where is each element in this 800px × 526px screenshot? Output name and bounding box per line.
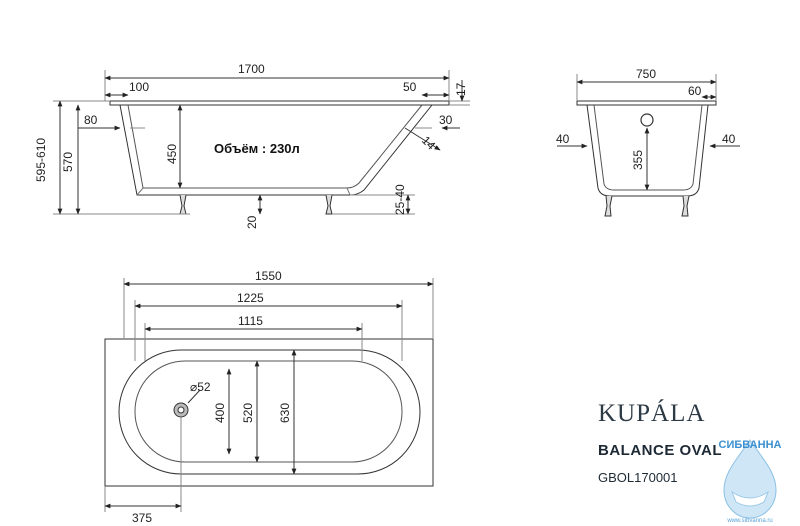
top-floor-outline [134,360,403,463]
end-view [557,74,740,217]
dim-left-edge: 80 [84,113,98,127]
dim-bowl-width: 520 [241,403,255,423]
dim-inner-depth: 450 [165,144,179,164]
dim-rim-height: 17 [454,82,468,96]
dim-end-rim: 60 [688,84,702,98]
volume-label: Объём : 230л [214,141,300,156]
dim-floor-width: 400 [213,403,227,423]
dim-floor-length: 1115 [238,314,263,328]
dim-height: 570 [61,152,75,172]
side-rim [109,100,450,106]
end-leg-left [604,195,613,217]
dim-rim-left: 100 [129,80,149,94]
dim-drain-offset: 375 [132,511,152,525]
dim-bowl-length: 1225 [237,291,264,305]
side-view [53,70,470,215]
dim-end-depth: 355 [631,150,645,170]
dim-end-right: 40 [722,132,736,146]
top-view [104,278,434,512]
dim-rim-right: 50 [403,80,417,94]
end-shell-outer [586,104,709,197]
top-bowl-outline [118,349,421,475]
watermark-logo: СИБВАННА www.sibvanna.ru [719,439,782,524]
side-leg-left [179,194,187,215]
watermark-text: СИБВАННА [719,439,782,451]
watermark-url: www.sibvanna.ru [726,518,772,524]
dim-floor-gap: 20 [245,215,259,229]
model-code: GBOL170001 [598,470,678,485]
brand-logo: KUPÁLA [598,400,706,427]
end-rim [576,100,717,106]
dim-end-left: 40 [556,132,570,146]
dim-leg-adjust: 25-40 [393,184,407,215]
dim-total-length: 1700 [238,62,265,76]
dim-width: 750 [636,67,656,81]
model-name: BALANCE OVAL [598,442,723,459]
end-leg-right [681,195,690,217]
dim-wall-angle: 14 [419,133,439,153]
end-overflow-icon [640,113,654,127]
dim-drain-diameter: ⌀52 [190,380,211,394]
dim-outer-width: 630 [278,403,292,423]
side-leg-right [325,194,333,215]
dim-height-range: 595-610 [34,138,48,182]
dim-right-edge: 30 [439,113,453,127]
dim-outer-length: 1550 [255,269,282,283]
